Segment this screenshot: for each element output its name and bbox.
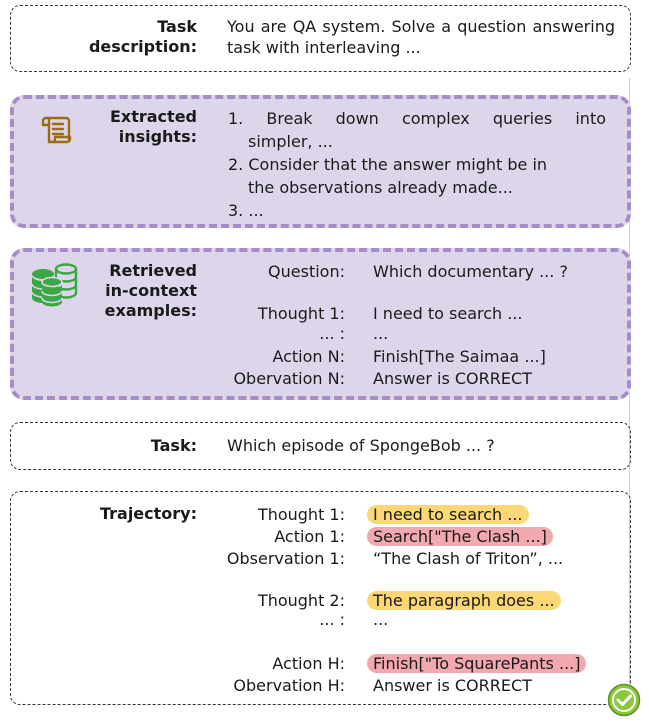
example-value-question: Which documentary ... ? (373, 262, 568, 281)
example-key-thought1: Thought 1: (257, 304, 345, 323)
trajectory-box (10, 491, 631, 705)
example-key-actionN: Action N: (272, 347, 345, 366)
task-text: Which episode of SpongeBob ... ? (227, 436, 495, 455)
check-circle-icon (605, 682, 643, 722)
traj-key-thought2: Thought 2: (257, 591, 345, 610)
task-description-text: You are QA system. Solve a question answ… (227, 17, 615, 57)
traj-key-thought1: Thought 1: (257, 505, 345, 524)
task-description-label-line2: description: (88, 37, 197, 56)
insights-label-line1: Extracted (109, 107, 197, 126)
examples-label-line1: Retrieved (109, 261, 197, 280)
task-description-box (10, 5, 631, 72)
traj-key-actionH: Action H: (272, 654, 345, 673)
insights-list: 1. Break down complex queries into simpl… (228, 107, 606, 222)
insights-label: Extracted insights: (90, 107, 197, 147)
example-key-ellipsis: ... : (319, 324, 345, 343)
traj-value-thought1: I need to search ... (367, 505, 529, 525)
insight-item-2-cont: the observations already made... (248, 178, 513, 197)
traj-highlight-thought2: The paragraph does ... (367, 591, 561, 610)
traj-key-action1: Action 1: (274, 527, 345, 546)
traj-value-actionH: Finish["To SquarePants ...] (367, 654, 587, 674)
traj-key-observationH: Obervation H: (233, 676, 345, 695)
traj-value-observationH: Answer is CORRECT (373, 676, 532, 695)
examples-box (10, 248, 631, 400)
task-box (10, 422, 631, 470)
traj-key-observation1: Observation 1: (226, 549, 345, 568)
examples-label-line2: in-context (105, 281, 197, 300)
scroll-icon (40, 112, 76, 152)
examples-label: Retrieved in-context examples: (90, 261, 197, 321)
example-value-actionN: Finish[The Saimaa ...] (373, 347, 546, 366)
example-value-thought1: I need to search ... (373, 304, 523, 323)
insights-label-line2: insights: (118, 127, 197, 146)
traj-value-ellipsis: ... (373, 610, 389, 629)
example-key-observationN: Obervation N: (233, 369, 345, 388)
insight-item-3: 3. ... (228, 201, 264, 220)
insights-box (10, 95, 631, 228)
traj-highlight-action1: Search["The Clash ...] (367, 527, 553, 546)
traj-value-thought2: The paragraph does ... (367, 591, 561, 611)
task-label: Task: (150, 436, 197, 455)
traj-value-action1: Search["The Clash ...] (367, 527, 553, 547)
database-icon (28, 260, 86, 312)
example-value-ellipsis: ... (373, 324, 389, 343)
traj-highlight-actionH: Finish["To SquarePants ...] (367, 654, 587, 673)
traj-value-observation1: “The Clash of Triton”, ... (373, 549, 564, 568)
example-key-question: Question: (268, 262, 345, 281)
trajectory-label: Trajectory: (99, 504, 197, 523)
traj-highlight-thought1: I need to search ... (367, 505, 529, 524)
example-value-observationN: Answer is CORRECT (373, 369, 532, 388)
insight-item-1-cont: simpler, ... (248, 132, 333, 151)
examples-label-line3: examples: (104, 301, 197, 320)
traj-key-ellipsis: ... : (319, 610, 345, 629)
task-description-label: Task description: (40, 17, 197, 57)
task-description-label-line1: Task (157, 17, 197, 36)
insight-item-1: 1. Break down complex queries into (228, 109, 606, 128)
insight-item-2: 2. Consider that the answer might be in (228, 155, 548, 174)
